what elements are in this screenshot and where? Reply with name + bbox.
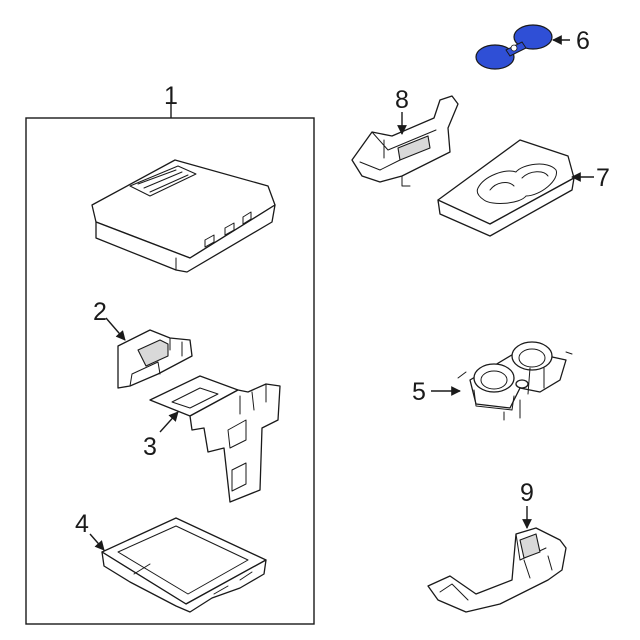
callout-3-leader [159, 411, 179, 433]
callout-9: 9 [520, 479, 534, 507]
callout-2-leader [105, 317, 126, 341]
rear-trim [427, 527, 567, 613]
assembly-frame [25, 117, 315, 625]
bracket [149, 375, 281, 503]
callout-7: 7 [596, 164, 610, 192]
callout-3: 3 [143, 433, 157, 461]
callout-2: 2 [93, 298, 107, 326]
cupholder-mat [475, 24, 553, 70]
storage-tray [101, 517, 267, 613]
latch [117, 329, 193, 389]
callout-4: 4 [75, 510, 89, 538]
armrest-lid [91, 159, 276, 273]
callout-4-leader [89, 533, 105, 551]
callout-5: 5 [412, 378, 426, 406]
cupholder-bezel [437, 139, 575, 237]
cupholder-insert [457, 341, 573, 421]
mounting-bracket [351, 95, 459, 187]
callout-6: 6 [576, 27, 590, 55]
callout-8: 8 [395, 86, 409, 114]
callout-1: 1 [164, 82, 178, 110]
